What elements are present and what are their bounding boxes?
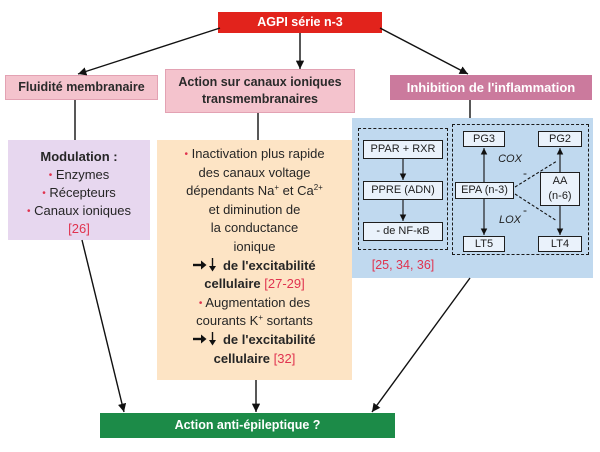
inactivation-text: et diminution de <box>208 201 301 217</box>
aa-series-label: (n-6) <box>548 190 572 202</box>
calcium-charge: 2+ <box>313 183 323 193</box>
bullet: • <box>198 297 203 309</box>
down-arrow-icon <box>209 331 217 346</box>
potassium-text: courants K <box>196 313 259 329</box>
arrow-root-to-inflammation <box>379 27 469 75</box>
inactivation-effect-line: de l'excitabilité <box>157 257 352 276</box>
potassium-line-1: • Augmentation des <box>157 294 352 313</box>
potassium-effect-cont-line: cellulaire [32] <box>157 350 352 369</box>
nuclear-pathway-group <box>358 128 448 250</box>
ions-text: et Ca <box>279 183 314 199</box>
right-arrow-icon <box>193 260 207 270</box>
ion-channel-action-node: Action sur canaux ioniques transmembrana… <box>165 69 355 113</box>
effect-marker <box>193 257 217 272</box>
modulation-item-label: Récepteurs <box>49 185 116 200</box>
inhibition-sign-lox: - <box>523 203 527 217</box>
modulation-item-label: Canaux ioniques <box>34 203 131 218</box>
modulation-item-enzymes: • Enzymes <box>8 166 150 184</box>
inactivation-line-1: • Inactivation plus rapide <box>157 145 352 164</box>
potassium-text: Augmentation des <box>205 294 311 310</box>
inactivation-line-4: et diminution de <box>157 201 352 220</box>
modulation-item-label: Enzymes <box>55 167 110 182</box>
inflammation-inhibition-node: Inhibition de l'inflammation <box>390 75 592 100</box>
potassium-charge: + <box>258 313 263 323</box>
inactivation-text: Inactivation plus rapide <box>191 146 325 161</box>
aa-label: AA <box>552 175 568 187</box>
inactivation-line-2: des canaux voltage <box>157 164 352 183</box>
inactivation-ions-line: dépendants Na+ et Ca2+ <box>157 182 352 201</box>
effect-text: de l'excitabilité <box>222 257 316 273</box>
potassium-effect-line: de l'excitabilité <box>157 331 352 350</box>
effect-marker <box>193 331 217 346</box>
modulation-item-ion-channels: • Canaux ioniques <box>8 202 150 220</box>
ion-channel-title-line-1: Action sur canaux ioniques <box>178 75 342 89</box>
root-node-agpi: AGPI série n-3 <box>218 12 382 33</box>
potassium-reference: [32] <box>273 350 296 366</box>
down-arrow-icon <box>209 257 217 272</box>
inactivation-line-6: ionique <box>157 238 352 257</box>
cox-label: COX <box>498 153 522 165</box>
epa-node: EPA (n-3) <box>455 182 514 199</box>
modulation-item-receptors: • Récepteurs <box>8 184 150 202</box>
membrane-fluidity-node: Fluidité membranaire <box>5 75 158 100</box>
ppar-rxr-node: PPAR + RXR <box>363 140 443 159</box>
ion-channel-title-line-2: transmembranaires <box>201 92 319 106</box>
inactivation-reference: [27-29] <box>264 276 305 292</box>
arrow-root-to-membrane-fluidity <box>77 27 221 76</box>
effect-text: cellulaire <box>213 350 271 366</box>
inactivation-text: ionique <box>233 238 276 254</box>
lt5-node: LT5 <box>463 236 505 252</box>
bullet: • <box>42 188 46 199</box>
outcome-node-antiepileptic: Action anti-épileptique ? <box>100 413 395 438</box>
inflammation-reference: [25, 34, 36] <box>371 258 435 272</box>
bullet: • <box>27 206 31 217</box>
inactivation-text: la conductance <box>210 220 299 236</box>
arrow-inflammation-to-outcome <box>371 277 471 413</box>
inactivation-text: des canaux voltage <box>198 164 311 180</box>
right-arrow-icon <box>193 334 207 344</box>
effect-text: de l'excitabilité <box>222 331 316 347</box>
inactivation-effect-cont-line: cellulaire [27-29] <box>157 275 352 294</box>
potassium-line-2: courants K+ sortants <box>157 312 352 331</box>
bullet: • <box>184 149 188 160</box>
modulation-box: Modulation : • Enzymes • Récepteurs • Ca… <box>8 140 150 240</box>
aa-node: AA (n-6) <box>540 172 580 206</box>
eicosanoid-pathway-group <box>452 124 589 255</box>
inhibition-sign-cox: - <box>523 166 527 180</box>
pg3-node: PG3 <box>463 131 505 147</box>
bullet: • <box>48 170 53 181</box>
lt4-node: LT4 <box>538 236 582 252</box>
ion-channel-details-box: • Inactivation plus rapide des canaux vo… <box>157 140 352 380</box>
arrow-modulation-to-outcome <box>81 239 127 413</box>
inactivation-line-5: la conductance <box>157 219 352 238</box>
modulation-reference: [26] <box>68 221 90 236</box>
modulation-heading: Modulation : <box>8 148 150 166</box>
effect-text: cellulaire <box>204 276 261 292</box>
lox-label: LOX <box>498 214 521 226</box>
nf-kb-reduction-node: - de NF-κB <box>363 222 443 241</box>
potassium-text: sortants <box>262 313 313 329</box>
sodium-charge: + <box>274 183 280 193</box>
modulation-heading-text: Modulation : <box>40 149 118 164</box>
ppre-dna-node: PPRE (ADN) <box>363 181 443 200</box>
ions-text: dépendants Na <box>186 183 275 199</box>
pg2-node: PG2 <box>538 131 582 147</box>
